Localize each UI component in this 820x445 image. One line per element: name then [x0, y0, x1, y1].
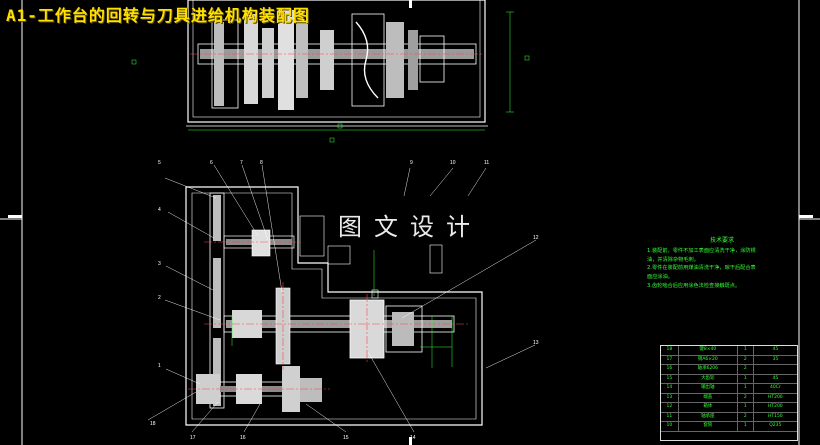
bom-cell: 1 [738, 422, 754, 431]
part-label: 12 [533, 235, 539, 241]
part-labels: 1 2 3 4 5 6 7 8 9 10 11 12 13 14 15 16 1… [150, 160, 539, 441]
technical-requirement-line: 面应涂油。 [647, 274, 673, 281]
bom-cell: 键8×40 [679, 346, 738, 355]
bom-cell: 17 [661, 355, 679, 364]
part-label: 2 [158, 295, 161, 301]
part-label: 5 [158, 160, 161, 166]
part-label: 16 [240, 435, 246, 441]
bom-cell: 11 [661, 412, 679, 421]
bom-cell: 轴承6206 [679, 365, 738, 374]
drawing-title: A1-工作台的回转与刀具进给机构装配图 [6, 6, 310, 25]
bom-cell: HT150 [767, 413, 783, 419]
bom-cell: 套筒 [679, 422, 738, 431]
technical-requirement-line: 油，并清除杂物毛刺。 [647, 256, 699, 263]
technical-requirements-heading: 技术要求 [709, 237, 734, 244]
bom-cell: 大齿轮 [679, 374, 738, 383]
bom-cell: 2 [738, 365, 754, 374]
bom-cell: 销A6×20 [679, 355, 738, 364]
front-view [147, 164, 537, 433]
bom-cell: 35 [772, 356, 779, 362]
part-label: 3 [158, 261, 161, 267]
part-label: 15 [343, 435, 349, 441]
bom-cell: 45 [772, 347, 779, 352]
bom-cell: Q235 [769, 423, 782, 428]
part-label: 18 [150, 421, 156, 427]
bom-cell: 12 [661, 403, 679, 412]
bom-cell: 15 [661, 374, 679, 383]
part-label: 13 [533, 340, 539, 346]
bom-cell: 箱体 [679, 403, 738, 412]
part-label: 6 [210, 160, 213, 166]
bom-cell: 轴承座 [679, 412, 738, 421]
watermark-text: 图文设计 [338, 213, 482, 241]
bom-cell: 1 [738, 346, 754, 355]
part-label: 4 [158, 207, 161, 213]
bom-cell: 16 [661, 365, 679, 374]
top-view [131, 0, 530, 143]
bom-cell: HT200 [767, 394, 783, 400]
bom-cell: 14 [661, 384, 679, 393]
bom-cell: 1 [738, 403, 754, 412]
part-label: 14 [410, 435, 416, 441]
part-label: 17 [190, 435, 196, 441]
part-label: 10 [450, 160, 456, 166]
bom-cell: 10 [661, 422, 679, 431]
bom-cell: 1 [738, 374, 754, 383]
bom-cell: 2 [738, 355, 754, 364]
bom-cell: 2 [738, 393, 754, 402]
technical-requirement-line: 1.装配前，零件不加工表面应清洗干净，涂防锈 [647, 247, 756, 254]
bom-cell: HT200 [767, 404, 783, 409]
bom-cell [754, 365, 797, 374]
bom-cell: 端盖 [679, 393, 738, 402]
bom-cell: 1 [738, 384, 754, 393]
technical-requirements: 技术要求 1.装配前，零件不加工表面应清洗干净，涂防锈 油，并清除杂物毛刺。 2… [647, 237, 797, 291]
bom-cell: 2 [738, 412, 754, 421]
part-label: 8 [260, 160, 263, 166]
bom-cell: 40Cr [769, 385, 781, 390]
bom-cell: 输出轴 [679, 384, 738, 393]
bom-cell: 45 [772, 375, 779, 381]
part-label: 7 [240, 160, 243, 166]
bom-cell: 18 [661, 346, 679, 355]
part-label: 9 [410, 160, 413, 166]
part-label: 11 [484, 160, 489, 166]
bom-cell: 13 [661, 393, 679, 402]
frame-markers [8, 0, 813, 445]
technical-requirement-line: 2.零件在装配前用煤油清洗干净，晾干后配合表 [647, 265, 756, 272]
part-label: 1 [158, 363, 161, 369]
technical-requirement-line: 3.齿轮啮合后应用涂色法检查接触斑点。 [647, 282, 741, 289]
